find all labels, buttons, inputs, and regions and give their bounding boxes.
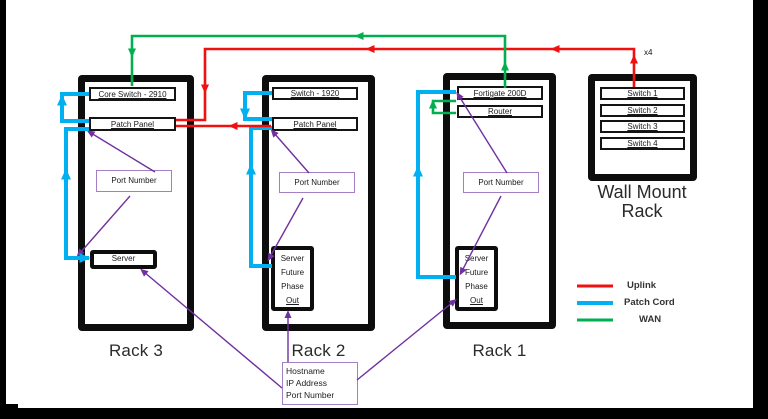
rack1-port-number-label: Port Number [478,178,524,187]
uplink-count-text: x4 [644,48,653,57]
wall-switch-3-label: Switch 3 [627,122,658,131]
wall-switch-4: Switch 4 [600,137,685,150]
rack2-patch-panel: Patch Panel [272,117,358,131]
legend-patch-cord-text: Patch Cord [624,297,675,308]
wall-switch-4-label: Switch 4 [627,139,658,148]
rack2-server-line2: Future [280,268,305,277]
rack2-server-line1: Server [280,254,305,263]
rack2-server-line4: Out [286,296,299,305]
rack1-router-label: Router [487,107,512,116]
legend-wan-label: WAN [639,314,661,325]
rack2-patch-panel-label: Patch Panel [293,120,337,129]
rack2-server-line3: Phase [281,282,304,291]
rack3-patch-panel-label: Patch Panel [110,120,155,129]
annotation-box: Hostname IP Address Port Number [282,362,358,405]
rack1-server-line4: Out [470,296,483,305]
rack2-label: Rack 2 [262,341,375,361]
legend-uplink-text: Uplink [627,280,657,291]
bottom-border-bar [0,408,768,419]
rack3-core-switch-label: Core Switch - 2910 [98,90,167,99]
wall-switch-1-label: Switch 1 [627,89,658,98]
rack1-fortigate-label: Fortigate 200D [473,89,527,98]
rack3-patch-panel: Patch Panel [89,117,176,131]
annotation-port-number: Port Number [286,390,335,400]
wall-mount-label-line2: Rack [621,201,663,221]
rack1-server-line2: Future [464,268,489,277]
rack1-server-line3: Phase [465,282,488,291]
rack3-core-switch: Core Switch - 2910 [89,87,176,101]
rack3-port-number-box: Port Number [96,170,172,192]
wall-switch-3: Switch 3 [600,120,685,133]
rack1-port-number-box: Port Number [463,172,539,193]
bottom-left-border-patch [0,404,18,419]
rack1-fortigate: Fortigate 200D [457,86,543,100]
rack3-label: Rack 3 [78,341,194,361]
rack2-label-text: Rack 2 [291,341,346,360]
rack3-server: Server [90,250,157,269]
rack1-server-future: Server Future Phase Out [455,246,498,311]
wall-mount-label-line1: Wall Mount [597,182,687,202]
legend-patch-cord-label: Patch Cord [624,297,675,308]
annotation-ip-address: IP Address [286,378,327,388]
rack2-switch: Switch - 1920 [272,87,358,100]
rack2-port-number-box: Port Number [279,172,355,193]
wall-switch-2: Switch 2 [600,104,685,117]
rack1-server-line1: Server [464,254,489,263]
rack3-label-text: Rack 3 [108,341,164,360]
rack1-label-text: Rack 1 [472,341,527,360]
wall-mount-rack-label: Wall Mount Rack [572,183,712,221]
rack1-label: Rack 1 [443,341,556,361]
wall-switch-1: Switch 1 [600,87,685,100]
right-border-bar [753,0,768,419]
rack2-port-number-label: Port Number [294,178,340,187]
legend-uplink-label: Uplink [627,280,656,291]
uplink-count-label: x4 [644,48,652,57]
rack3-frame [78,75,194,331]
rack2-switch-label: Switch - 1920 [290,89,340,98]
wall-switch-2-label: Switch 2 [627,106,658,115]
rack1-router: Router [457,105,543,118]
rack3-port-number-label: Port Number [111,176,157,185]
annotation-hostname: Hostname [286,366,325,376]
left-border-bar [0,0,6,419]
legend-wan-text: WAN [639,314,662,325]
rack3-server-label: Server [111,254,136,263]
rack2-server-future: Server Future Phase Out [271,246,314,311]
